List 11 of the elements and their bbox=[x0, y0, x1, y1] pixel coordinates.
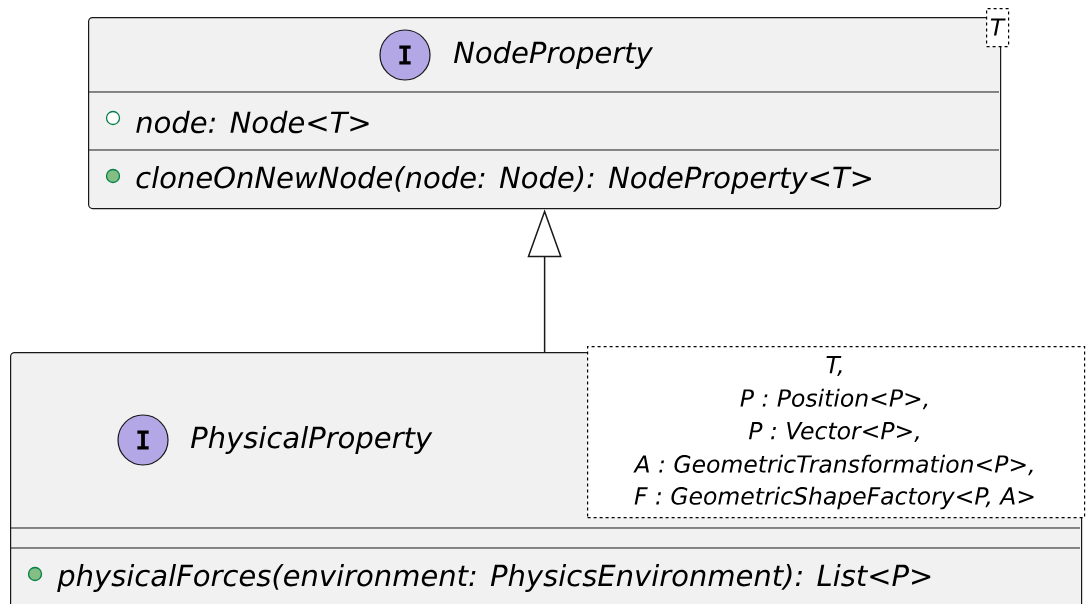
member-text: cloneOnNewNode(node: Node): NodeProperty<T> bbox=[136, 165, 871, 195]
type-parameter: A : GeometricTransformation<P>, bbox=[633, 454, 1033, 476]
type-parameter: P : Vector<P>, bbox=[748, 422, 919, 442]
type-parameter: T, bbox=[826, 356, 842, 376]
type-parameter: P : Position<P>, bbox=[740, 388, 928, 410]
member-text: physicalForces(environment: PhysicsEnvironment): List<P> bbox=[57, 563, 931, 593]
type-parameter: F : GeometricShapeFactory<P, A> bbox=[634, 486, 1034, 510]
class-name: PhysicalProperty bbox=[191, 425, 433, 455]
class-name: NodeProperty bbox=[454, 40, 654, 70]
member-text: node: Node<T> bbox=[136, 110, 369, 134]
type-parameter: T bbox=[990, 18, 1006, 36]
